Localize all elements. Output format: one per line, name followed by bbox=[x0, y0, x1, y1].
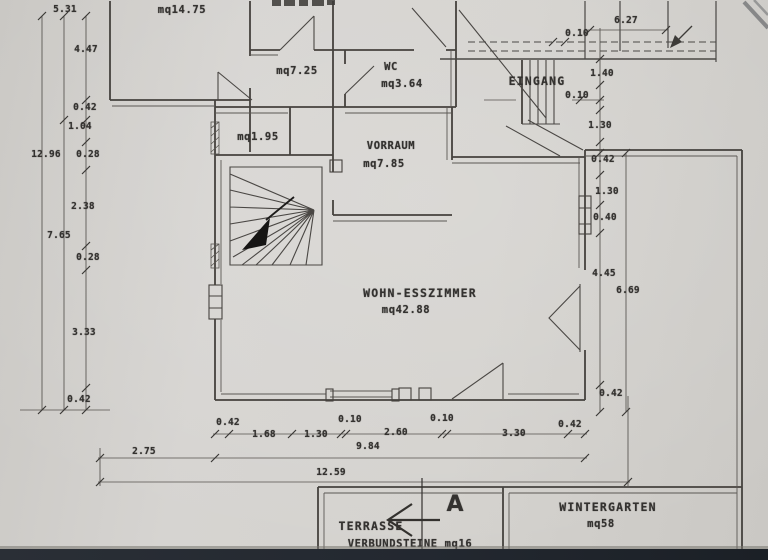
canopy-arrow-icon bbox=[670, 25, 693, 48]
room-area-label: mq58 bbox=[587, 518, 615, 530]
dim-label: 3.30 bbox=[502, 428, 526, 439]
dim-label: 1.04 bbox=[68, 121, 92, 132]
dim-label: 2.60 bbox=[384, 427, 408, 438]
dim-label: 0.10 bbox=[565, 28, 589, 39]
dim-label: 5.31 bbox=[53, 4, 77, 15]
dim-label: 0.10 bbox=[565, 90, 589, 101]
room-name-label: WINTERGARTEN bbox=[559, 500, 657, 514]
photo-edge-strip bbox=[0, 549, 768, 560]
dim-label: 1.40 bbox=[590, 68, 614, 79]
room-area-label: VERBUNDSTEINE mq16 bbox=[347, 538, 473, 550]
room-name-label: EINGANG bbox=[508, 74, 566, 88]
dim-label: 1.30 bbox=[588, 120, 612, 131]
dim-label: 0.10 bbox=[338, 414, 362, 425]
dim-label: 2.38 bbox=[71, 201, 95, 212]
room-name-label: TERRASSE bbox=[338, 519, 404, 533]
room-area-label: mq3.64 bbox=[381, 78, 423, 90]
dimension-lines bbox=[20, 16, 668, 486]
dim-label: 0.40 bbox=[593, 212, 617, 223]
room-name-label: VORRAUM bbox=[366, 140, 416, 152]
dim-label: 2.75 bbox=[132, 446, 156, 457]
dim-label: 0.42 bbox=[591, 154, 615, 165]
dim-label: 0.42 bbox=[73, 102, 97, 113]
photo-edge-fade bbox=[0, 546, 768, 550]
wall-hatching bbox=[210, 121, 220, 269]
dim-label: 12.59 bbox=[316, 467, 346, 478]
stair-direction-arrow-icon bbox=[242, 196, 295, 250]
room-area-label: mq42.88 bbox=[381, 304, 431, 316]
room-name-label: WOHN-ESSZIMMER bbox=[363, 286, 477, 300]
dim-label: 4.47 bbox=[74, 44, 98, 55]
dim-label: 0.42 bbox=[216, 417, 240, 428]
room-area-label: mq7.25 bbox=[276, 65, 318, 77]
dim-label: 0.42 bbox=[599, 388, 623, 399]
dim-label: 7.65 bbox=[47, 230, 71, 241]
dim-label: 4.45 bbox=[592, 268, 616, 279]
room-area-label: mq7.85 bbox=[363, 158, 405, 170]
room-name-label: WC bbox=[384, 61, 398, 73]
dim-label: 1.30 bbox=[304, 429, 328, 440]
dimension-ticks bbox=[37, 11, 671, 487]
dim-label: 0.10 bbox=[430, 413, 454, 424]
openings bbox=[208, 159, 592, 402]
section-marker-symbol bbox=[386, 478, 440, 550]
section-marker-label: A bbox=[446, 492, 464, 517]
dim-label: 6.27 bbox=[614, 15, 638, 26]
dim-label: 0.28 bbox=[76, 149, 100, 160]
dim-label: 6.69 bbox=[616, 285, 640, 296]
dim-label: 12.96 bbox=[31, 149, 61, 160]
staircase bbox=[229, 166, 323, 266]
canopy-dashed-lines bbox=[440, 1, 717, 62]
scan-artifacts bbox=[272, 0, 768, 30]
room-area-label: mq14.75 bbox=[157, 4, 207, 16]
door-swings-and-details bbox=[217, 7, 584, 400]
dim-label: 1.30 bbox=[595, 186, 619, 197]
dim-label: 0.42 bbox=[67, 394, 91, 405]
dim-label: 0.28 bbox=[76, 252, 100, 263]
dim-label: 1.68 bbox=[252, 429, 276, 440]
dim-label: 3.33 bbox=[72, 327, 96, 338]
wall-inner-lines bbox=[112, 50, 738, 549]
dim-label: 0.42 bbox=[558, 419, 582, 430]
dim-label: 9.84 bbox=[356, 441, 380, 452]
room-area-label: mq1.95 bbox=[237, 131, 279, 143]
